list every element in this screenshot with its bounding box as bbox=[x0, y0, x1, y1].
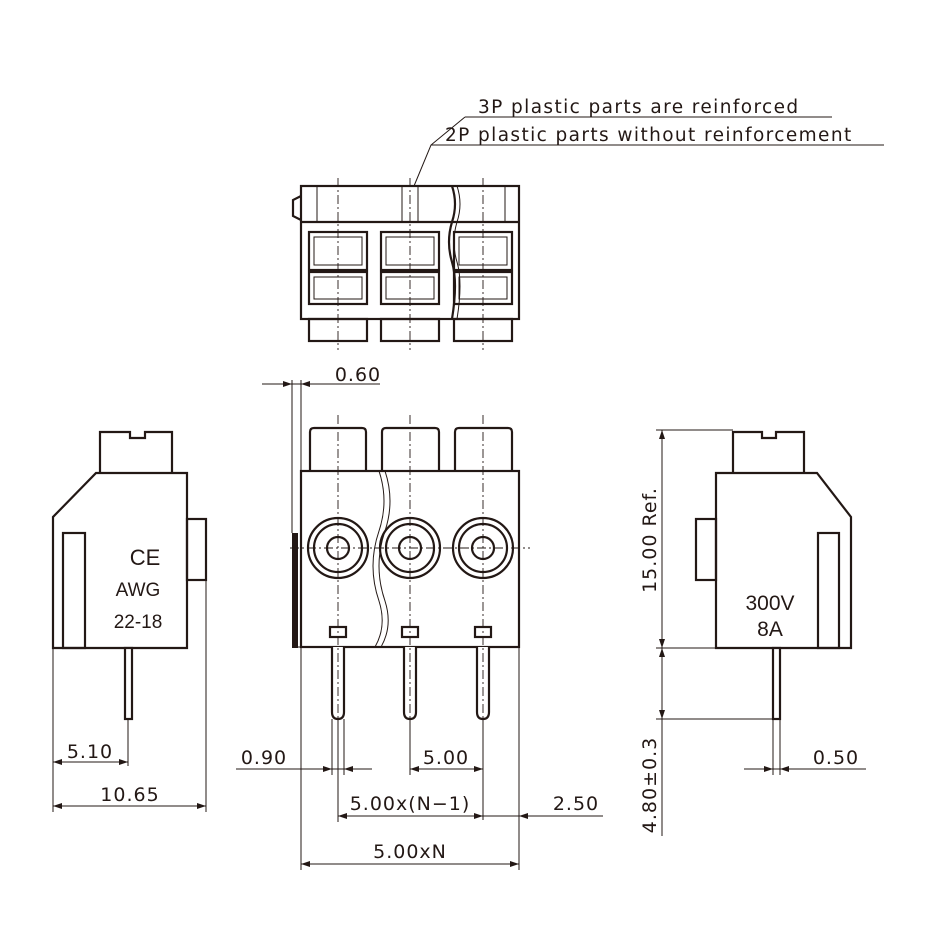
awg-label: AWG bbox=[116, 580, 161, 601]
lever-3 bbox=[453, 426, 514, 471]
right-side-view: 300V 8A bbox=[694, 430, 853, 721]
dim-wall-value: 0.60 bbox=[335, 364, 381, 386]
arrowhead bbox=[510, 861, 519, 867]
dim-pin-thickness: 0.50 bbox=[744, 719, 866, 775]
arrowhead bbox=[283, 381, 292, 387]
dim-total-width: 5.00xN bbox=[300, 648, 519, 870]
dim-depth: 10.65 bbox=[53, 580, 207, 812]
awg-range: 22-18 bbox=[114, 612, 163, 633]
left-side-view: CE AWG 22-18 bbox=[51, 430, 208, 721]
arrowhead bbox=[53, 803, 62, 809]
dim-pitch-span-value: 5.00x(N−1) bbox=[350, 793, 471, 815]
note-reinforced: 3P plastic parts are reinforced bbox=[478, 97, 800, 118]
arrowhead bbox=[301, 861, 310, 867]
right-body bbox=[714, 471, 853, 650]
dim-edge-offset-value: 2.50 bbox=[553, 793, 599, 815]
right-side-tab bbox=[694, 517, 718, 582]
current-rating: 8A bbox=[757, 618, 783, 641]
right-pin bbox=[771, 646, 782, 721]
right-lever bbox=[731, 430, 806, 473]
top-view-side-tab bbox=[291, 195, 302, 221]
dimension-arrows bbox=[53, 381, 789, 867]
arrowhead bbox=[53, 759, 62, 765]
arrowhead bbox=[119, 759, 128, 765]
dim-total-width-value: 5.00xN bbox=[373, 841, 447, 863]
dim-pitch: 5.00 bbox=[409, 719, 484, 820]
left-body bbox=[51, 471, 189, 650]
arrowhead bbox=[659, 648, 665, 657]
note-unreinforced: 2P plastic parts without reinforcement bbox=[445, 125, 853, 146]
arrowhead bbox=[344, 766, 353, 772]
ce-mark: CE bbox=[130, 545, 161, 570]
dim-pin-offset-left-value: 5.10 bbox=[67, 741, 113, 763]
dim-pin-width-value: 0.90 bbox=[241, 747, 287, 769]
arrowhead bbox=[197, 803, 206, 809]
arrowhead bbox=[764, 766, 773, 772]
dim-pin-length-value: 4.80±0.3 bbox=[639, 737, 661, 833]
dim-wall: 0.60 bbox=[262, 364, 381, 533]
dim-pin-length: 4.80±0.3 bbox=[639, 648, 776, 836]
front-view-side-wall bbox=[292, 533, 298, 648]
dim-edge-offset: 2.50 bbox=[483, 648, 603, 870]
arrowhead bbox=[659, 639, 665, 648]
left-side-tab bbox=[185, 517, 208, 582]
arrowhead bbox=[519, 813, 528, 819]
arrowhead bbox=[474, 813, 483, 819]
front-view-break-line bbox=[378, 470, 391, 648]
arrowhead bbox=[474, 766, 483, 772]
lever-2 bbox=[380, 426, 441, 471]
dim-pitch-span: 5.00x(N−1) bbox=[337, 719, 483, 822]
arrowhead bbox=[323, 766, 332, 772]
arrowhead bbox=[780, 766, 789, 772]
arrowhead bbox=[659, 430, 665, 439]
front-view-break-line bbox=[372, 470, 385, 648]
front-view bbox=[290, 415, 530, 740]
note-leader-line bbox=[413, 116, 466, 187]
right-wall-section bbox=[816, 531, 841, 650]
dim-height: 15.00 Ref. bbox=[639, 429, 733, 649]
left-wall-section bbox=[61, 531, 87, 650]
dimensions: 0.60 5.10 10.65 0.90 5.00 bbox=[52, 364, 866, 870]
arrowhead bbox=[659, 710, 665, 719]
dim-pin-thickness-value: 0.50 bbox=[813, 747, 859, 769]
dim-height-value: 15.00 Ref. bbox=[639, 487, 661, 593]
arrowhead bbox=[338, 813, 347, 819]
arrowhead bbox=[301, 381, 310, 387]
dim-depth-value: 10.65 bbox=[100, 784, 159, 806]
left-lever bbox=[98, 430, 174, 473]
reinforcement-notes: 3P plastic parts are reinforced 2P plast… bbox=[413, 97, 884, 187]
voltage-rating: 300V bbox=[745, 592, 794, 615]
dim-pin-offset-left: 5.10 bbox=[52, 648, 129, 812]
dim-pitch-value: 5.00 bbox=[423, 747, 469, 769]
arrowhead bbox=[410, 766, 419, 772]
left-pin bbox=[123, 646, 134, 721]
top-view bbox=[291, 178, 521, 350]
